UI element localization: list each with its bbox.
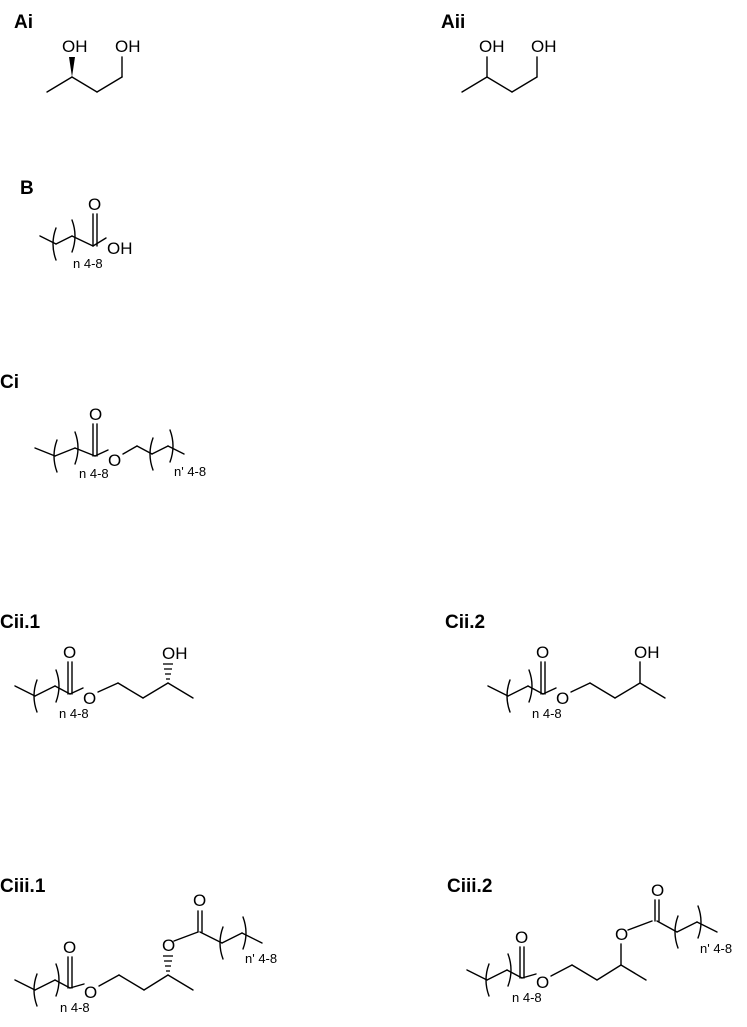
atom-oh: OH — [162, 644, 188, 663]
panel-ciii-1: Ciii.1 O O O O — [0, 876, 277, 1015]
repeat-bracket-right — [528, 669, 533, 703]
repeat-count: n 4-8 — [512, 990, 542, 1005]
repeat-count: n 4-8 — [73, 256, 103, 271]
stereo-wedge — [69, 57, 75, 77]
molecule-aii: OH OH — [461, 37, 557, 93]
repeat-count: n' 4-8 — [700, 941, 732, 956]
atom-oh: OH — [479, 37, 505, 56]
repeat-bracket-left — [219, 926, 224, 960]
repeat-bracket-left — [33, 679, 38, 713]
molecule-cii-2: O O OH n 4-8 — [487, 643, 666, 721]
repeat-count: n' 4-8 — [245, 951, 277, 966]
repeat-bracket-right — [74, 431, 79, 465]
panel-label-aii: Aii — [441, 12, 465, 33]
panel-label-ci: Ci — [0, 372, 19, 393]
stereo-hash-bond — [163, 955, 173, 972]
atom-o: O — [536, 973, 549, 992]
molecule-ciii-1: O O O O n 4-8 n' 4-8 — [14, 891, 277, 1015]
atom-oh: OH — [634, 643, 660, 662]
molecule-ai: OH OH — [46, 37, 141, 93]
atom-o: O — [515, 928, 528, 947]
panel-ai: Ai OH OH — [14, 12, 141, 93]
repeat-bracket-left — [485, 963, 490, 997]
repeat-bracket-left — [53, 439, 58, 473]
molecule-ci: O O n 4-8 n' 4-8 — [34, 405, 206, 481]
repeat-bracket-left — [506, 679, 511, 713]
repeat-bracket-right — [55, 669, 60, 703]
repeat-count: n' 4-8 — [174, 464, 206, 479]
repeat-count: n 4-8 — [59, 706, 89, 721]
panel-aii: Aii OH OH — [441, 12, 557, 93]
repeat-bracket-left — [674, 915, 679, 949]
repeat-bracket-right — [697, 905, 702, 939]
panel-label-ciii-2: Ciii.2 — [447, 876, 492, 897]
atom-o: O — [108, 451, 121, 470]
panel-label-ai: Ai — [14, 12, 33, 33]
atom-o: O — [63, 643, 76, 662]
atom-o: O — [83, 689, 96, 708]
atom-o: O — [536, 643, 549, 662]
atom-o: O — [615, 925, 628, 944]
atom-o: O — [162, 936, 175, 955]
atom-oh: OH — [62, 37, 88, 56]
repeat-bracket-left — [33, 973, 38, 1007]
repeat-count: n 4-8 — [532, 706, 562, 721]
atom-o: O — [88, 195, 101, 214]
repeat-bracket-right — [507, 953, 512, 987]
panel-label-cii-2: Cii.2 — [445, 612, 485, 633]
repeat-bracket-right — [242, 916, 247, 950]
panel-cii-1: Cii.1 O O OH n 4-8 — [0, 612, 194, 721]
atom-o: O — [84, 983, 97, 1002]
atom-o: O — [89, 405, 102, 424]
atom-o: O — [556, 689, 569, 708]
panel-ciii-2: Ciii.2 O O O O n 4 — [447, 876, 732, 1005]
atom-oh: OH — [531, 37, 557, 56]
repeat-bracket-left — [149, 437, 154, 471]
repeat-bracket-right — [169, 429, 174, 463]
stereo-hash-bond — [163, 663, 173, 680]
panel-b: B O OH n 4-8 — [20, 178, 133, 271]
atom-oh: OH — [115, 37, 141, 56]
panel-cii-2: Cii.2 O O OH n 4-8 — [445, 612, 666, 721]
atom-o: O — [651, 881, 664, 900]
repeat-count: n 4-8 — [79, 466, 109, 481]
atom-oh: OH — [107, 239, 133, 258]
repeat-bracket-right — [71, 219, 76, 253]
panel-label-ciii-1: Ciii.1 — [0, 876, 46, 897]
molecule-b: O OH n 4-8 — [39, 195, 133, 271]
repeat-bracket-right — [55, 963, 60, 997]
panel-ci: Ci O O n 4-8 n' 4-8 — [0, 372, 206, 481]
repeat-bracket-left — [52, 227, 57, 261]
repeat-count: n 4-8 — [60, 1000, 90, 1015]
atom-o: O — [193, 891, 206, 910]
molecule-cii-1: O O OH n 4-8 — [14, 643, 194, 721]
panel-label-b: B — [20, 178, 34, 199]
panel-label-cii-1: Cii.1 — [0, 612, 41, 633]
atom-o: O — [63, 938, 76, 957]
molecule-ciii-2: O O O O n 4-8 n' 4-8 — [466, 881, 732, 1005]
